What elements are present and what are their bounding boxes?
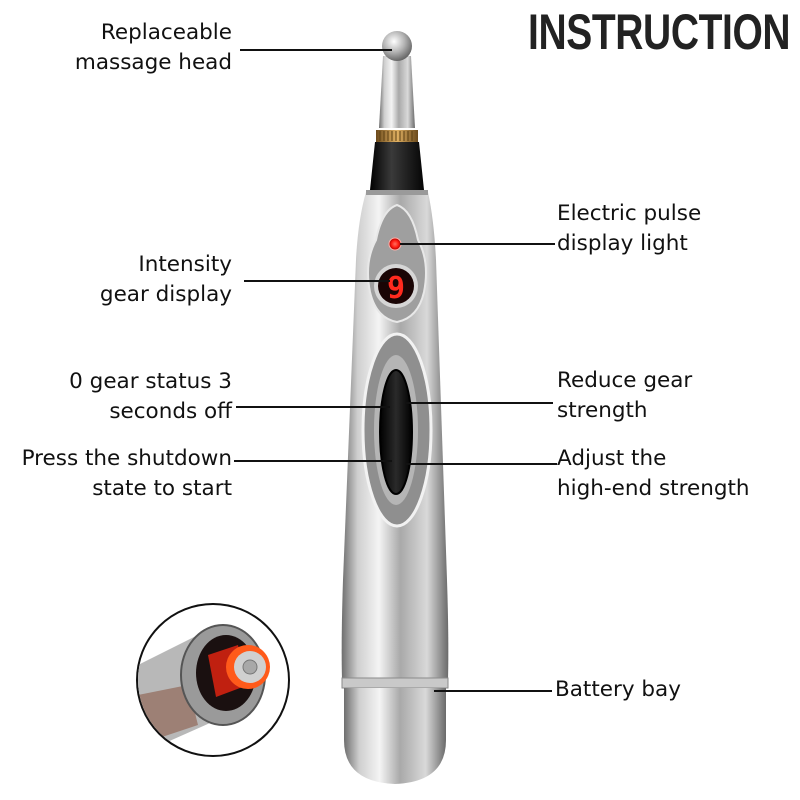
- leader-line-shutdown-start: [234, 460, 392, 462]
- page-title: INSTRUCTION: [528, 4, 791, 60]
- label-shutdown-start: Press the shutdown state to start: [21, 446, 232, 501]
- massage-head: [370, 31, 424, 190]
- label-zero-gear-off: 0 gear status 3 seconds off: [69, 369, 232, 424]
- label-adjust-high-end: Adjust the high-end strength: [557, 446, 750, 501]
- leader-line-massage-head: [240, 49, 392, 51]
- intensity-digit: 9: [387, 271, 405, 306]
- battery-closeup-icon: [138, 624, 270, 755]
- leader-line-off-status: [236, 406, 390, 408]
- leader-line-reduce-gear: [405, 402, 553, 404]
- control-button: [379, 369, 413, 495]
- battery-closeup-inset: [136, 603, 290, 757]
- leader-line-battery-bay: [434, 690, 552, 692]
- label-reduce-gear: Reduce gear strength: [557, 368, 693, 423]
- label-intensity-gear-display: Intensity gear display: [99, 252, 232, 307]
- leader-line-adjust-high: [405, 463, 557, 465]
- leader-line-intensity-display: [244, 280, 390, 282]
- label-electric-pulse-light: Electric pulse display light: [557, 201, 702, 256]
- label-replaceable-massage-head: Replaceable massage head: [74, 20, 232, 75]
- leader-line-pulse-light: [400, 243, 555, 245]
- label-battery-bay: Battery bay: [555, 677, 681, 702]
